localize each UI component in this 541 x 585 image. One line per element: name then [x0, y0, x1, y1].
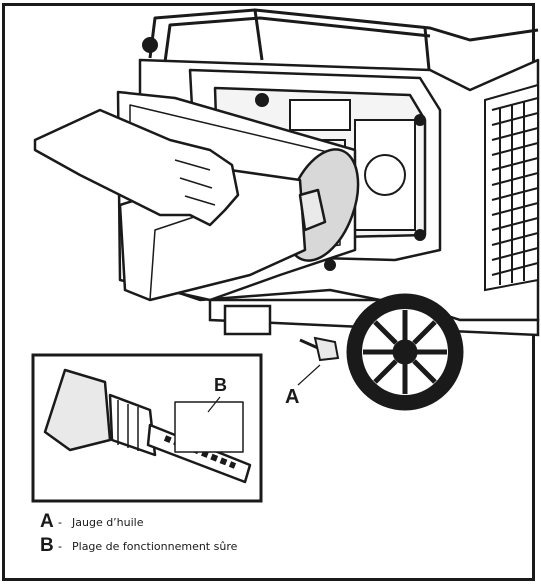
callout-a-leader [297, 364, 321, 386]
legend-letter-a: A [40, 511, 54, 532]
legend-dash-b: - [58, 539, 62, 553]
legend-letter-b: B [40, 535, 54, 556]
legend-text-b: Plage de fonctionnement sûre [72, 539, 238, 553]
generator-roll-bar [148, 8, 539, 81]
wheel [346, 293, 464, 411]
callout-b-label: B [214, 375, 227, 395]
dipstick-detail [43, 368, 252, 484]
legend: A - Jauge d’huile B - Plage de fonctionn… [40, 510, 237, 558]
legend-row-a: A - Jauge d’huile [40, 510, 237, 534]
legend-row-b: B - Plage de fonctionnement sûre [40, 534, 237, 558]
vent-grille [484, 83, 539, 292]
hand [33, 108, 240, 227]
engine-parts [142, 37, 426, 271]
callout-a-label: A [285, 386, 300, 408]
legend-text-a: Jauge d’huile [72, 515, 144, 529]
legend-dash-a: - [58, 515, 62, 529]
dipstick-a [299, 336, 340, 362]
